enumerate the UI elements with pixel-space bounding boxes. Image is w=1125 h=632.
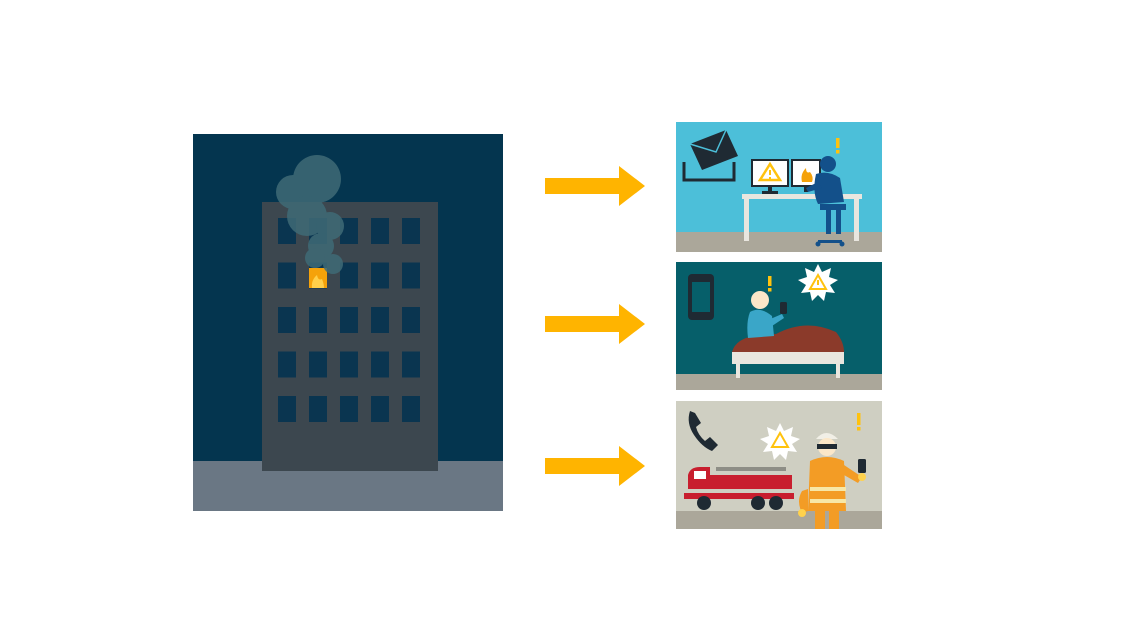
speech-warning-icon: [760, 423, 800, 460]
building-window: [340, 307, 358, 333]
fire-brigade-alert-illustration: [676, 401, 882, 529]
building-window: [309, 396, 327, 422]
floor: [676, 374, 882, 390]
arrow-right-icon: [545, 304, 645, 344]
building-window: [402, 218, 420, 244]
building-window: [402, 307, 420, 333]
building-window: [371, 218, 389, 244]
floor: [676, 511, 882, 529]
building: [262, 202, 438, 471]
floor: [676, 232, 882, 252]
smartphone-icon: [688, 274, 714, 320]
burning-building-scene: [193, 134, 503, 511]
firefighter-figure: [798, 433, 866, 529]
arrow-to-office: [545, 166, 645, 206]
building-window: [402, 351, 420, 378]
office-worker-figure: [806, 156, 846, 247]
arrow-to-home: [545, 304, 645, 344]
office-alert-illustration: [676, 122, 882, 252]
building-window: [309, 351, 327, 378]
building-window: [371, 262, 389, 289]
speech-warning-icon: [798, 264, 838, 301]
person-in-bed-figure: [747, 291, 787, 338]
building-window: [278, 262, 296, 289]
smoke-cloud: [276, 155, 344, 274]
building-window: [371, 396, 389, 422]
building-window: [402, 396, 420, 422]
burning-building-illustration: [193, 134, 503, 511]
panel-office-alert: [676, 122, 882, 252]
arrow-right-icon: [545, 446, 645, 486]
envelope-icon: [682, 129, 738, 182]
building-window: [278, 307, 296, 333]
building-window: [340, 262, 358, 289]
monitor-fire-icon: [791, 159, 821, 192]
exclamation-icon: [768, 276, 772, 292]
bed: [732, 325, 844, 378]
panel-home-alert: [676, 262, 882, 390]
building-window: [371, 307, 389, 333]
building-window: [402, 262, 420, 289]
home-alert-illustration: [676, 262, 882, 390]
monitor-warning-icon: [751, 159, 789, 194]
panel-fire-brigade-alert: [676, 401, 882, 529]
building-window: [278, 396, 296, 422]
arrow-to-fire-brigade: [545, 446, 645, 486]
exclamation-icon: [857, 413, 861, 431]
building-window: [340, 218, 358, 244]
arrow-right-icon: [545, 166, 645, 206]
fire-truck-icon: [684, 467, 794, 510]
flame-icon: [311, 275, 324, 288]
building-window: [340, 396, 358, 422]
building-window: [371, 351, 389, 378]
phone-in-hand: [780, 302, 787, 314]
building-window: [309, 307, 327, 333]
desk: [742, 194, 862, 199]
phone-handset-icon: [688, 411, 718, 451]
building-window: [340, 351, 358, 378]
building-window: [278, 351, 296, 378]
exclamation-icon: [836, 138, 840, 154]
